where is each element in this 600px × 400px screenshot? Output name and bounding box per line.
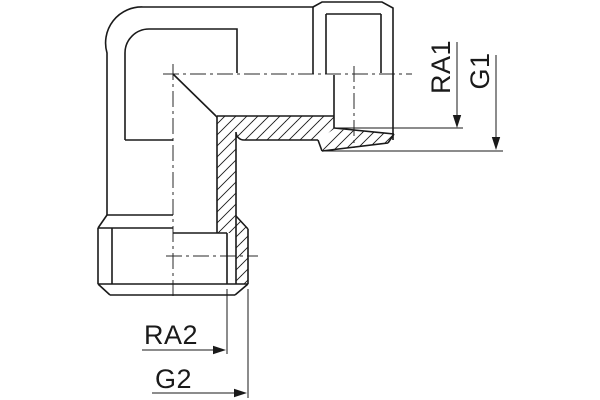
port1-hex-flats: [325, 13, 382, 74]
port2-seat-lines: [173, 215, 249, 296]
g2-arrow-icon: [234, 388, 247, 398]
label-g1: G1: [465, 52, 495, 89]
body-outline: [97, 1, 394, 296]
hatch-vertical-arm-wall: [217, 140, 236, 233]
inner-bend-profile: [124, 28, 238, 140]
ra2-arrow-icon: [213, 345, 226, 355]
hatch-horizontal-arm-wall: [217, 116, 334, 140]
label-g2: G2: [155, 364, 192, 394]
dimension-labels: RA1 G1 RA2 G2: [144, 40, 495, 394]
dimension-lines: [142, 42, 503, 398]
label-ra1: RA1: [426, 40, 456, 94]
g1-arrow-icon: [491, 137, 501, 150]
section-hatching: [217, 116, 394, 284]
hatch-port2-seat: [236, 217, 248, 284]
ra1-arrow-icon: [452, 115, 462, 128]
port2-hex-boss: [97, 214, 248, 296]
centerlines: [163, 64, 412, 300]
outer-wall-fillet: [235, 131, 318, 284]
section-linework: [172, 73, 395, 296]
port1-seat-lines: [317, 127, 395, 152]
label-ra2: RA2: [144, 320, 198, 350]
outer-bend-profile: [104, 6, 314, 215]
bore-corner-lines: [216, 75, 335, 233]
section-break-diagonal: [172, 73, 218, 118]
port1-hex-boss: [312, 1, 394, 140]
hatch-port1-seat: [322, 129, 394, 151]
